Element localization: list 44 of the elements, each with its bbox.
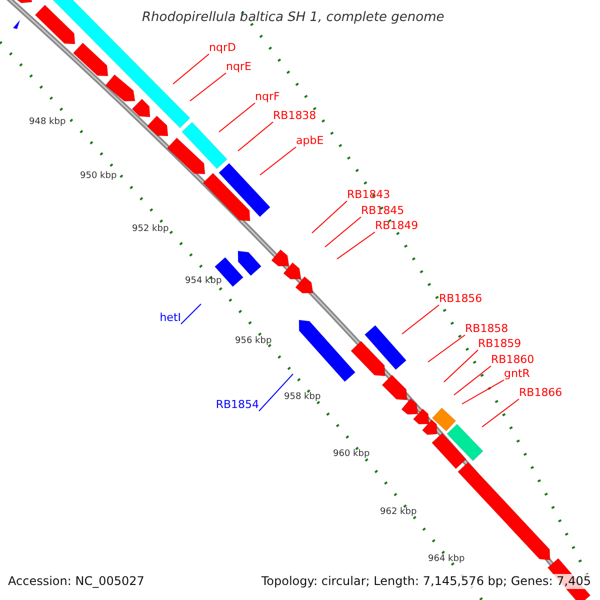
gene-label: RB1856 bbox=[439, 292, 482, 306]
tick-label: 952 kbp bbox=[132, 224, 169, 235]
accession-text: Accession: NC_005027 bbox=[8, 574, 144, 589]
gene-label: RB1854 bbox=[216, 398, 259, 412]
leader-line bbox=[482, 398, 520, 428]
tick-label: 956 kbp bbox=[235, 336, 272, 347]
gene-label: RB1859 bbox=[478, 337, 522, 351]
tick-label: 964 kbp bbox=[428, 554, 465, 565]
leader-line bbox=[428, 334, 466, 362]
gene-label: RB1860 bbox=[491, 353, 534, 367]
leader-line bbox=[444, 350, 478, 382]
leader-line bbox=[312, 200, 348, 234]
leader-line bbox=[190, 72, 226, 102]
gene-label: hetI bbox=[160, 311, 181, 325]
leader-line bbox=[462, 380, 504, 404]
gene-label: RB1858 bbox=[465, 322, 508, 336]
leader-line bbox=[218, 102, 256, 132]
leader-line bbox=[454, 366, 492, 396]
gene-label: RB1843 bbox=[347, 188, 390, 202]
leader-line bbox=[260, 146, 296, 176]
gene-label: nqrD bbox=[209, 41, 236, 55]
gene-label: RB1866 bbox=[519, 386, 562, 400]
tick-label: 954 kbp bbox=[185, 276, 222, 287]
leader-line bbox=[258, 374, 294, 412]
tick-label: 948 kbp bbox=[29, 117, 66, 128]
leader-line bbox=[180, 304, 202, 324]
gene-label: RB1849 bbox=[375, 219, 418, 233]
tick-label: 958 kbp bbox=[284, 392, 321, 403]
map-title: Rhodopirellula baltica SH 1, complete genome bbox=[142, 9, 444, 27]
leader-line bbox=[402, 304, 440, 334]
gene-label: nqrE bbox=[226, 60, 252, 74]
leader-line bbox=[336, 232, 376, 260]
gene-label: gntR bbox=[504, 367, 530, 381]
leader-line bbox=[238, 122, 274, 152]
tick-label: 962 kbp bbox=[380, 507, 417, 518]
gene-label: apbE bbox=[296, 134, 324, 148]
gene-label: nqrF bbox=[255, 90, 280, 104]
genome-info-text: Topology: circular; Length: 7,145,576 bp; Genes: 7,405 bbox=[261, 574, 591, 589]
gene-label: RB1845 bbox=[361, 204, 404, 218]
gene-label: RB1838 bbox=[273, 109, 316, 123]
tick-label: 950 kbp bbox=[80, 171, 117, 182]
leader-line bbox=[324, 216, 362, 248]
leader-line bbox=[172, 54, 210, 84]
tick-label: 960 kbp bbox=[333, 449, 370, 460]
